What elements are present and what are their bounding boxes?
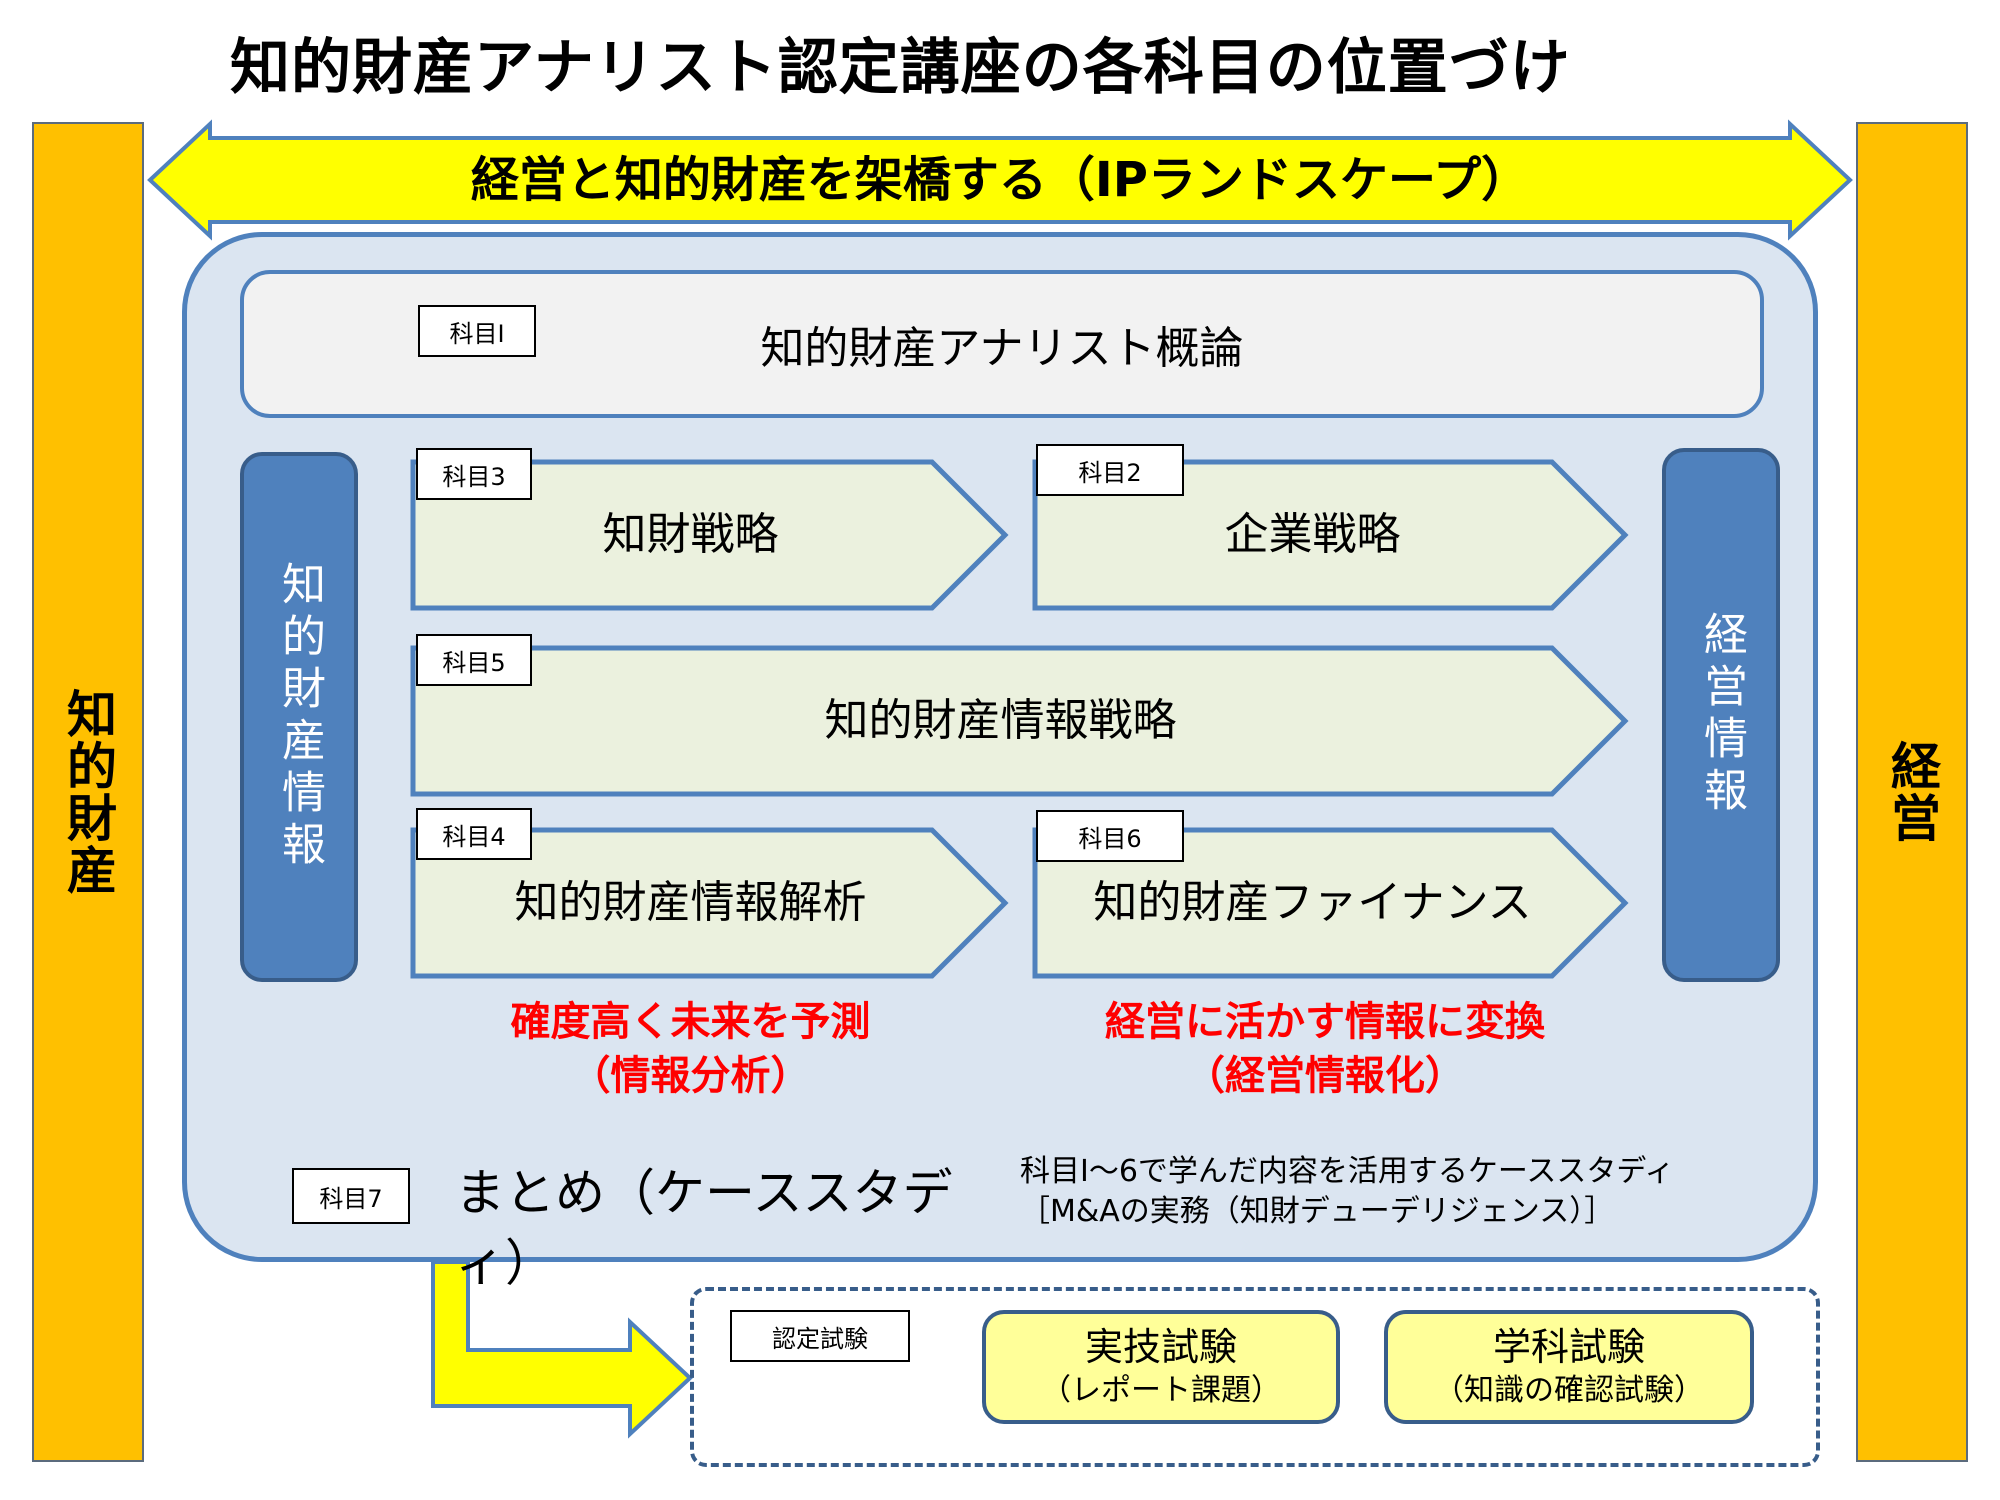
page-title: 知的財産アナリスト認定講座の各科目の位置づけ — [230, 33, 1571, 103]
subject1-tag: 科目Ⅰ — [418, 305, 536, 357]
subject4-label: 知的財産情報解析 — [514, 877, 867, 928]
subject7-tag: 科目7 — [292, 1168, 410, 1224]
banner-double-arrow — [147, 119, 1853, 241]
right-bar-management: 経営 — [1856, 122, 1968, 1462]
subject1-label: 知的財産アナリスト概論 — [760, 323, 1244, 374]
subject2-tag: 科目2 — [1036, 444, 1184, 496]
subject7-desc-line2: ［M&Aの実務（知財デューデリジェンス）］ — [1020, 1194, 1615, 1229]
subject2-arrow — [1032, 459, 1629, 611]
written-exam-sub: （知識の確認試験） — [1434, 1373, 1704, 1408]
subject2-label: 企業戦略 — [1224, 509, 1401, 560]
subject7-label: まとめ（ケーススタディ） — [455, 1164, 953, 1292]
mgmt-info-label: 経営情報 — [1696, 611, 1747, 819]
practical-exam-box: 実技試験 （レポート課題） — [982, 1310, 1340, 1424]
subject6-arrow — [1032, 827, 1629, 979]
subject4-tag: 科目4 — [416, 808, 532, 860]
subject5-arrow — [410, 645, 1629, 797]
subject6-label: 知的財産ファイナンス — [1093, 877, 1532, 928]
ip-info-label: 知的財産情報 — [274, 561, 325, 873]
exam-tag: 認定試験 — [730, 1310, 910, 1362]
subject5-tag: 科目5 — [416, 634, 532, 686]
left-bar-ip: 知的財産 — [32, 122, 144, 1462]
subject4-arrow — [410, 827, 1009, 979]
ip-info-bar: 知的財産情報 — [240, 452, 358, 982]
flow-arrow-to-exam — [431, 1260, 693, 1439]
practical-exam-label: 実技試験 — [1084, 1325, 1237, 1369]
subject3-label: 知財戦略 — [602, 509, 779, 560]
written-exam-box: 学科試験 （知識の確認試験） — [1384, 1310, 1754, 1424]
banner-label: 経営と知的財産を架橋する（IPランドスケープ） — [470, 152, 1530, 208]
note-left-line1: 確度高く未来を予測 — [510, 999, 871, 1045]
left-bar-label: 知的財産 — [59, 688, 117, 896]
subject3-arrow — [410, 459, 1009, 611]
subject3-tag: 科目3 — [416, 448, 532, 500]
subject6-tag: 科目6 — [1036, 810, 1184, 862]
right-bar-label: 経営 — [1883, 740, 1941, 844]
exam-area — [690, 1287, 1820, 1467]
subject7-desc-line1: 科目Ⅰ～6で学んだ内容を活用するケーススタディ — [1020, 1154, 1675, 1189]
note-right-line2: （経営情報化） — [1185, 1053, 1465, 1099]
subject5-label: 知的財産情報戦略 — [824, 695, 1177, 746]
note-left-line2: （情報分析） — [570, 1053, 811, 1099]
practical-exam-sub: （レポート課題） — [1041, 1373, 1281, 1408]
note-right-line1: 経営に活かす情報に変換 — [1105, 999, 1545, 1045]
written-exam-label: 学科試験 — [1492, 1325, 1645, 1369]
mgmt-info-bar: 経営情報 — [1662, 448, 1780, 982]
